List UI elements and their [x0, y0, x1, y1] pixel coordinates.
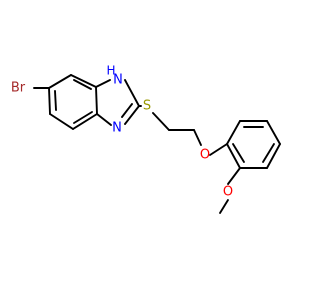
bond-c3-c4: [95, 86, 98, 115]
bond-n-c4: [96, 113, 112, 126]
bond-ring-6: [226, 143, 241, 169]
aromatic-c2-c3: [73, 79, 92, 90]
nitrogen-bottom-label: N: [112, 121, 122, 136]
nitrogen-hydrogen-label: H: [106, 64, 115, 78]
bond-c2-n-double: [121, 103, 133, 118]
bond-o-ring: [209, 143, 228, 156]
bond-ring-omethoxy: [227, 167, 241, 185]
sulfur-label: S: [143, 99, 151, 114]
bond-c1-c2: [48, 74, 72, 89]
bond-ch2-o: [193, 129, 202, 146]
bond-c4-c5: [72, 113, 98, 130]
methoxy-oxygen-label: O: [223, 185, 233, 200]
ether-oxygen-label: O: [200, 148, 210, 163]
bond-c3-nh: [95, 79, 111, 88]
aromatic-ring-b: [262, 143, 275, 163]
bond-s-ch2: [152, 112, 170, 131]
bond-omethoxy-ch3: [219, 199, 229, 214]
aromatic-ring-c: [232, 143, 245, 163]
bromine-label: Br: [11, 81, 26, 96]
bond-nh-c2: [124, 79, 140, 107]
bond-c2-c3: [70, 74, 97, 88]
bond-c6-c1: [48, 87, 51, 115]
molecule-structure: Br H N N S O O: [11, 64, 281, 214]
nitrogen-top-label: N: [113, 73, 123, 88]
molecule-canvas: Br H N N S O O: [10, 63, 281, 214]
bond-ring-1: [226, 120, 241, 145]
aromatic-c6-c1: [54, 90, 57, 111]
bond-ring-3: [266, 120, 281, 145]
bond-ring-4: [266, 143, 281, 169]
bond-c5-c6: [49, 113, 74, 130]
bond-c2-n: [124, 105, 140, 125]
aromatic-c4-c5: [73, 111, 93, 124]
